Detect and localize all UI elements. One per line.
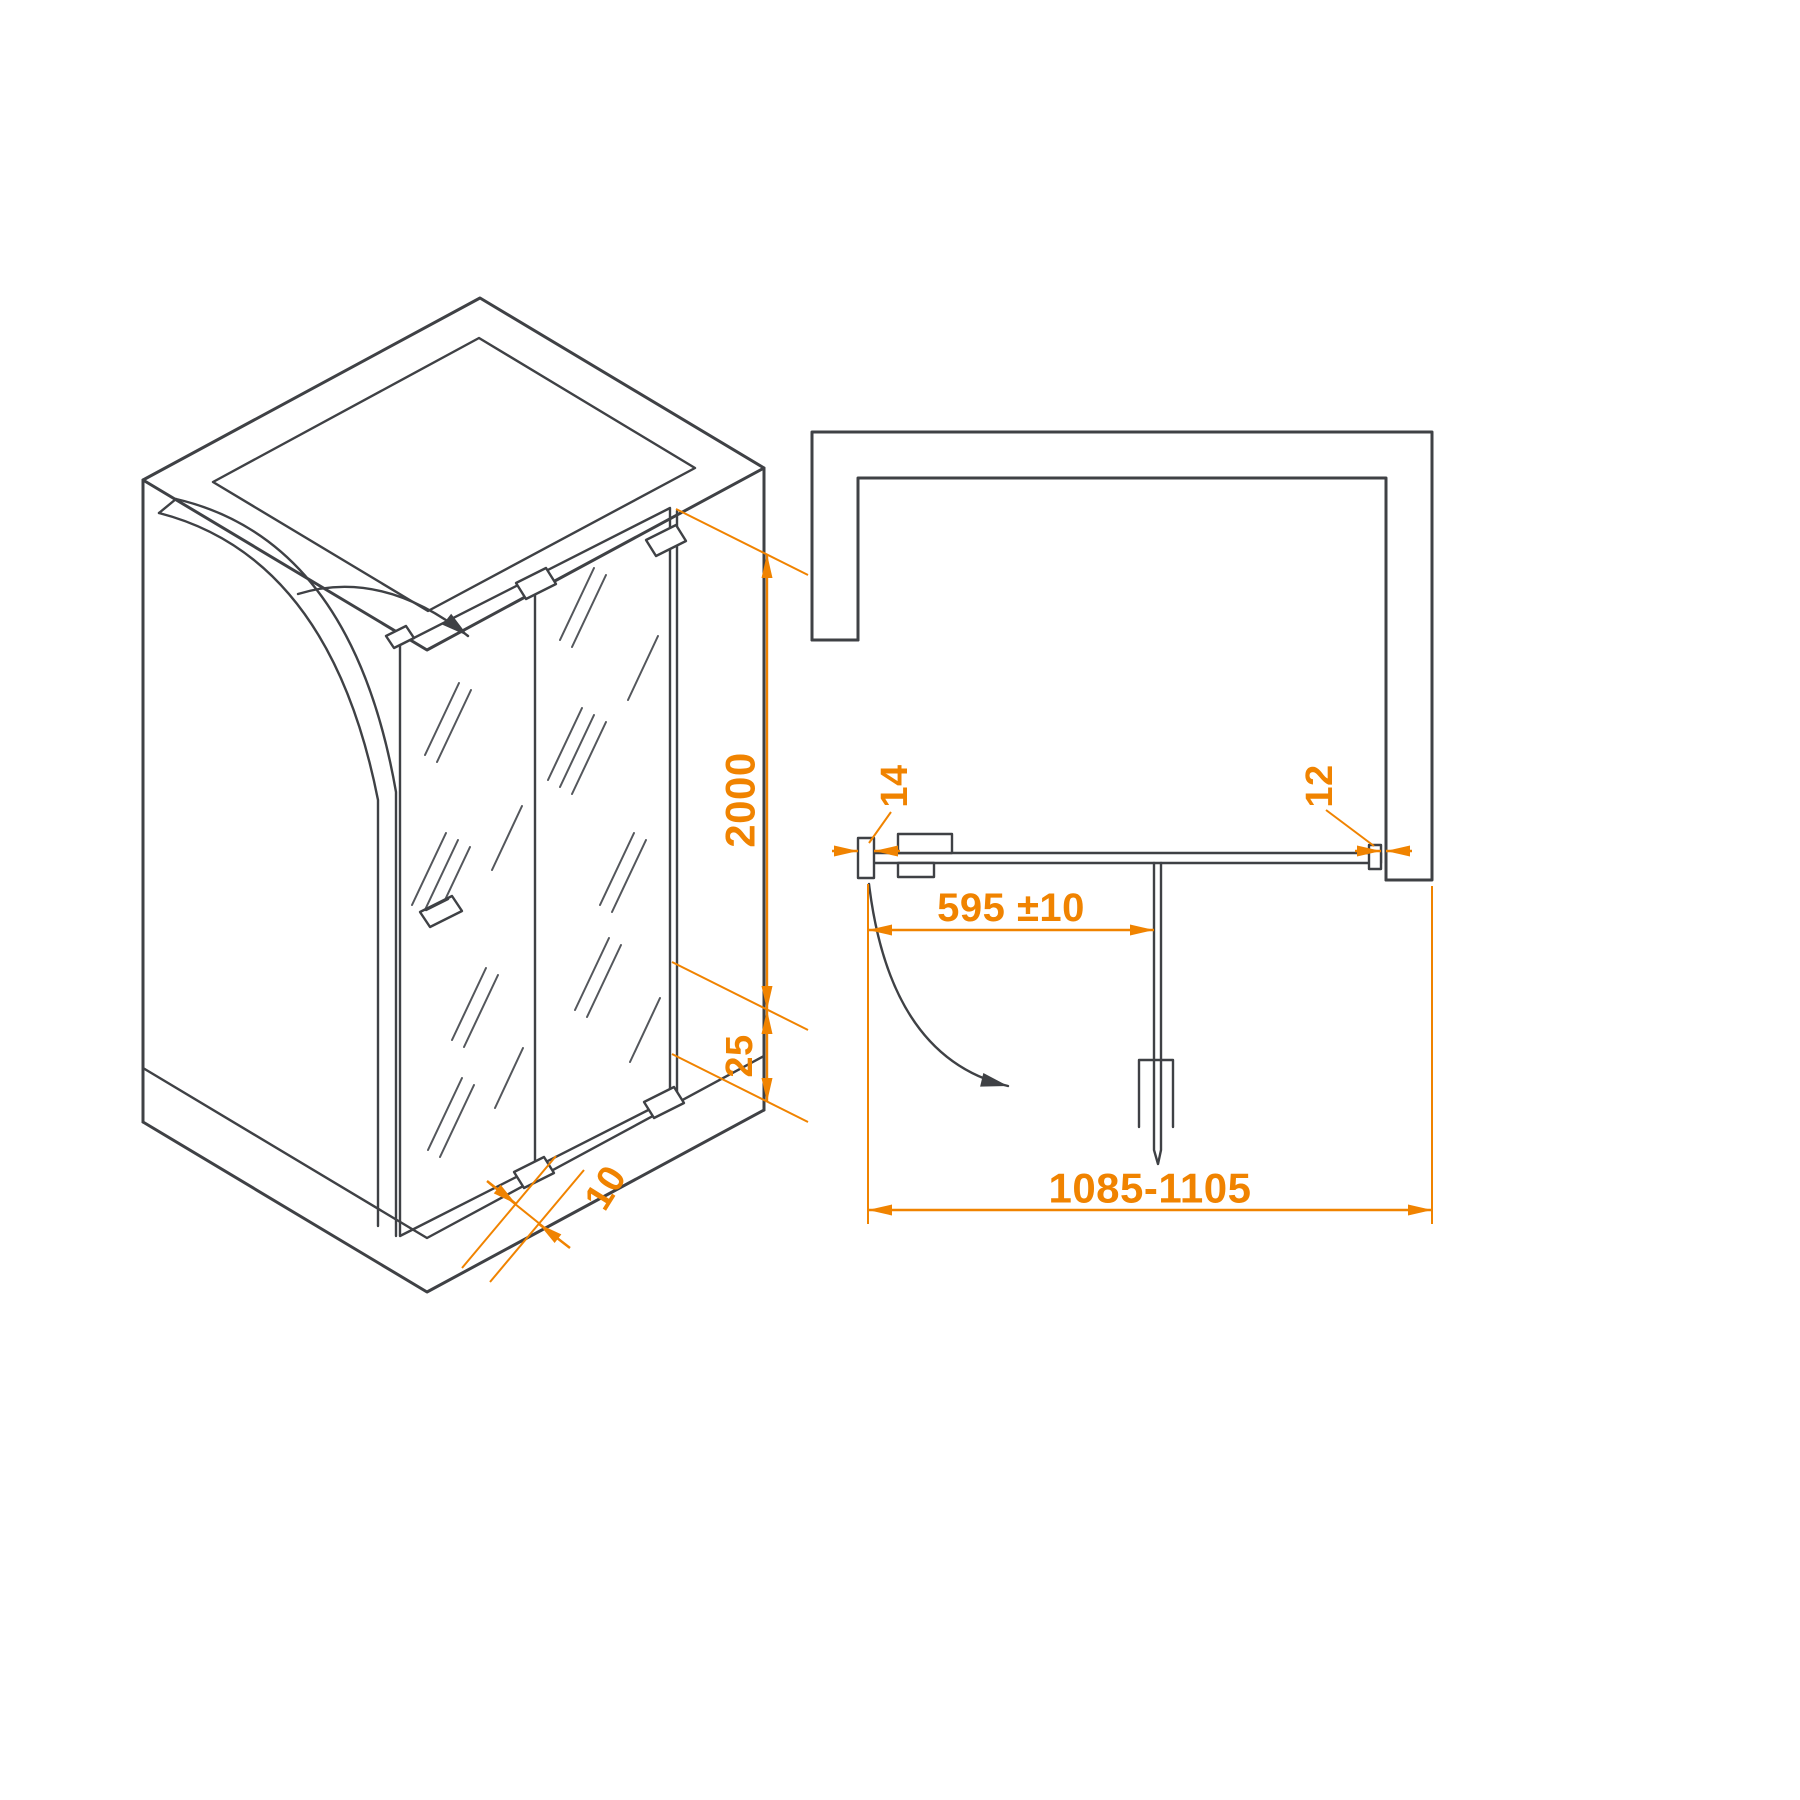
open-door-panel [1152, 861, 1163, 1166]
enclosure-top-face-inner-rim [211, 336, 697, 613]
enclosure-bottom-edges [141, 1108, 766, 1294]
shower-tray-top-edge [141, 1054, 766, 1240]
dim-arrow-profile-left [486, 1180, 517, 1205]
dim-label-height-2000: 2000 [717, 752, 764, 847]
isometric-dimensions: 2000 25 10 [461, 508, 809, 1283]
ext-line-profile-a [461, 1155, 557, 1269]
dim-label-total-width: 1085-1105 [1048, 1165, 1251, 1212]
hinge-clamp-bottom [896, 861, 936, 879]
dim-label-12: 12 [1299, 764, 1341, 807]
curved-wall-end-cap [157, 497, 178, 515]
hinge-wall-top [644, 523, 688, 558]
hinge-wall-bottom [642, 1085, 686, 1120]
wall-bracket-top [384, 624, 416, 650]
plan-glass-panel [856, 832, 1383, 880]
glass-hatching-right-panel [547, 567, 661, 1063]
ext-line-profile-b [489, 1169, 585, 1283]
dim-label-door-width: 595 ±10 [937, 886, 1085, 930]
hinge-middle-top [514, 566, 558, 601]
glass-panel-lines [872, 851, 1383, 865]
plan-open-door [867, 861, 1175, 1166]
wall-outer-outline [810, 430, 1434, 882]
plan-view: 595 ±10 1085-1105 14 12 [810, 430, 1434, 1224]
leader-line-12 [1325, 809, 1375, 847]
curved-wall-outer-curve [174, 497, 398, 1238]
leader-line-14 [868, 811, 892, 844]
door-open-direction-arrow [296, 585, 470, 638]
ext-line-glass-top [675, 508, 809, 576]
plan-dimensions: 595 ±10 1085-1105 14 12 [832, 764, 1433, 1224]
dim-label-bottom-25: 25 [719, 1034, 761, 1077]
door-handle [418, 894, 464, 929]
dim-arrow-profile-right [538, 1223, 571, 1249]
plan-walls [810, 430, 1434, 882]
isometric-view: 2000 25 10 [141, 296, 809, 1294]
ext-line-glass-bottom [671, 961, 809, 1031]
dim-label-profile-10: 10 [577, 1159, 636, 1218]
left-wall-profile [856, 836, 876, 880]
curved-wall-inner-curve [157, 511, 380, 1228]
glass-hatching-left-panel [411, 682, 524, 1158]
glass-door [398, 506, 672, 1238]
right-glass-end-clamp [1367, 843, 1383, 871]
wall-inner-outline [856, 476, 1388, 882]
hinge-clamp-top [896, 832, 954, 855]
door-hardware [384, 523, 688, 1190]
dim-label-14: 14 [874, 764, 916, 807]
ext-line-tray-bottom [671, 1053, 809, 1123]
door-handle-accent [424, 897, 450, 912]
enclosure-top-face-outer [141, 296, 766, 652]
open-door-handle-fork [1137, 1058, 1175, 1129]
hinge-middle-bottom [512, 1155, 556, 1190]
